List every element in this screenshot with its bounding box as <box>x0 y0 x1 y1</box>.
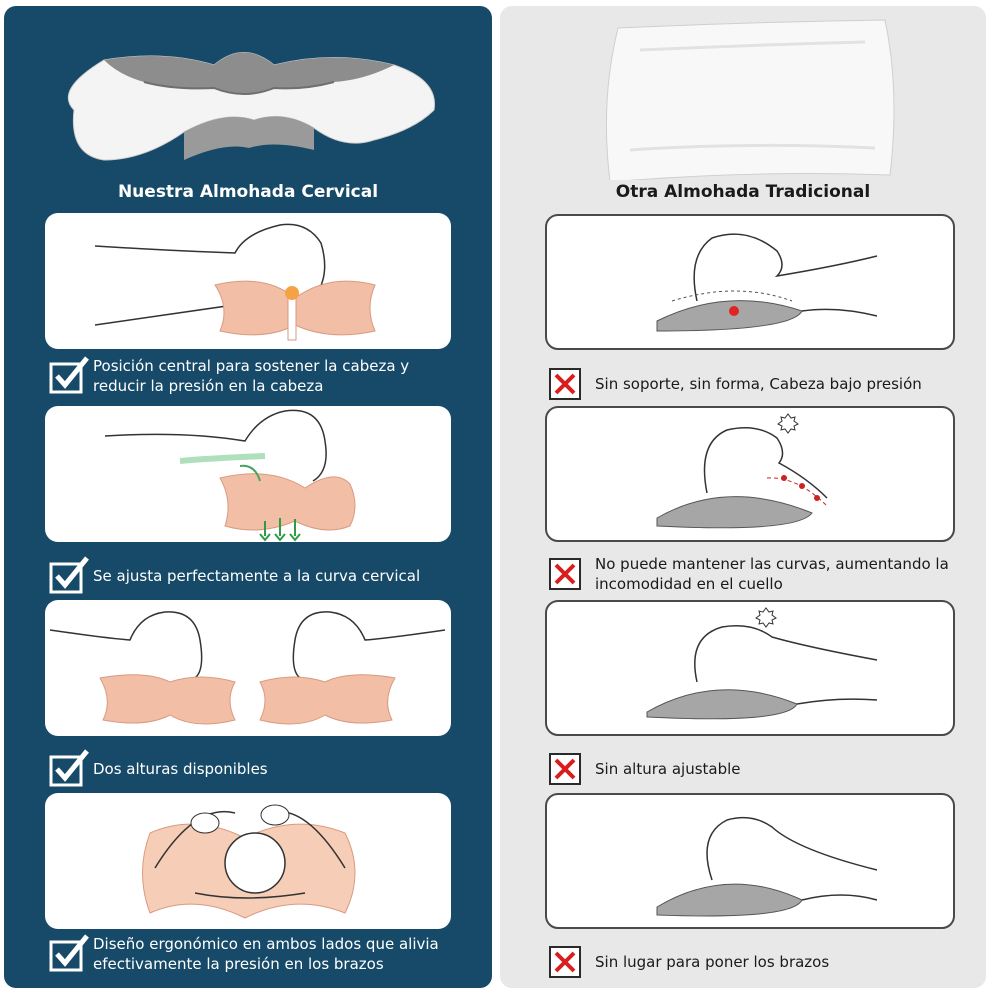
checkbox-check-icon <box>49 556 89 594</box>
feature-text-4b: efectivamente la presión en los brazos <box>93 955 384 973</box>
feature-row-2: No puede mantener las curvas, aumentando… <box>549 554 979 594</box>
checkbox-check-icon <box>49 934 89 972</box>
cervical-pillow-image <box>67 52 435 161</box>
feature-text-2a: No puede mantener las curvas, aumentando… <box>595 555 949 573</box>
red-x-icon <box>549 753 581 785</box>
feature-row-2: Se ajusta perfectamente a la curva cervi… <box>49 556 489 594</box>
feature-row-1: Posición central para sostener la cabeza… <box>49 356 489 396</box>
feature-row-4: Sin lugar para poner los brazos <box>549 946 979 978</box>
traditional-pillow-panel: Otra Almohada Tradicional Sin soporte, s… <box>500 6 986 988</box>
feature-text-2b: incomodidad en el cuello <box>595 575 783 593</box>
red-x-icon <box>549 558 581 590</box>
feature-row-4: Diseño ergonómico en ambos lados que ali… <box>49 934 489 974</box>
red-x-icon <box>549 946 581 978</box>
feature-text-1a: Posición central para sostener la cabeza… <box>93 357 410 375</box>
arm-rest-illustration <box>45 793 451 929</box>
feature-row-3: Dos alturas disponibles <box>49 749 489 787</box>
feature-text-4: Sin lugar para poner los brazos <box>595 953 830 971</box>
feature-text-2: Se ajusta perfectamente a la curva cervi… <box>93 567 421 585</box>
feature-text-3: Dos alturas disponibles <box>93 760 268 778</box>
no-arm-space-illustration <box>545 793 955 929</box>
checkbox-check-icon <box>49 749 89 787</box>
feature-text-4a: Diseño ergonómico en ambos lados que ali… <box>93 935 439 953</box>
feature-row-3: Sin altura ajustable <box>549 753 979 785</box>
no-curve-illustration <box>545 406 955 542</box>
feature-text-1b: reducir la presión en la cabeza <box>93 377 324 395</box>
feature-row-1: Sin soporte, sin forma, Cabeza bajo pres… <box>549 368 979 400</box>
checkbox-check-icon <box>49 356 89 394</box>
two-heights-illustration <box>45 600 451 736</box>
cervical-pillow-panel: Nuestra Almohada Cervical Posición centr… <box>4 6 492 988</box>
left-panel-title: Nuestra Almohada Cervical <box>117 182 379 202</box>
cervical-curve-illustration <box>45 406 451 542</box>
red-x-icon <box>549 368 581 400</box>
center-support-illustration <box>45 213 451 349</box>
traditional-pillow-image <box>605 19 895 180</box>
right-panel-title: Otra Almohada Tradicional <box>615 182 871 202</box>
feature-text-3: Sin altura ajustable <box>595 760 741 778</box>
feature-text-1: Sin soporte, sin forma, Cabeza bajo pres… <box>595 375 922 393</box>
no-height-illustration <box>545 600 955 736</box>
no-support-illustration <box>545 214 955 350</box>
